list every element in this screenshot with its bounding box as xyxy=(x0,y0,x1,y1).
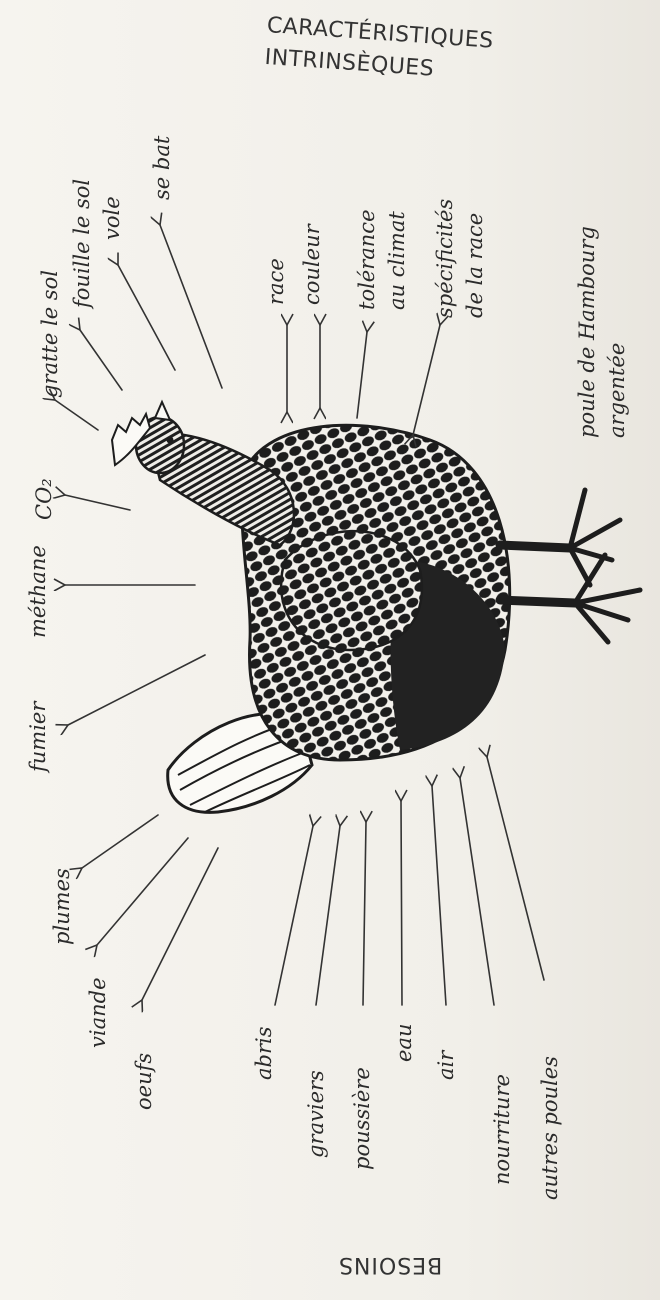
label-graviers: graviers xyxy=(304,1070,328,1158)
label-autres-poules: autres poules xyxy=(538,1056,562,1200)
arrow-plumes xyxy=(82,815,158,868)
label-fumier: fumier xyxy=(26,702,50,772)
arrow-abris xyxy=(275,826,313,1005)
needs-heading: BESOINS xyxy=(338,1252,442,1277)
label-plumes: plumes xyxy=(50,868,74,945)
label-nourriture: nourriture xyxy=(490,1074,514,1185)
label-couleur: couleur xyxy=(300,224,324,305)
arrow-poussiere xyxy=(363,822,366,1005)
arrow-viande xyxy=(97,838,188,945)
arrow-tolerance xyxy=(357,332,367,418)
hamburg-hen-illustration xyxy=(112,402,640,812)
label-tolerance-line-1: tolérance xyxy=(352,210,382,311)
label-viande: viande xyxy=(86,978,110,1049)
label-tolerance: tolérance au climat xyxy=(352,210,412,311)
arrow-graviers xyxy=(316,826,340,1005)
label-hen-breed-line-2: argentée xyxy=(602,226,632,438)
label-specificites: spécificités de la race xyxy=(430,199,490,318)
label-hen-breed-line-1: poule de Hambourg xyxy=(572,226,602,438)
output-arrows xyxy=(55,225,222,1000)
arrow-oeufs xyxy=(142,848,218,1000)
label-specificites-line-1: spécificités xyxy=(430,199,460,318)
label-poussiere: poussière xyxy=(350,1067,374,1170)
characteristic-arrows xyxy=(287,325,440,435)
arrow-eau xyxy=(401,801,402,1005)
label-abris: abris xyxy=(252,1027,276,1081)
need-arrows xyxy=(275,757,544,1005)
label-tolerance-line-2: au climat xyxy=(382,210,412,311)
arrow-gratte xyxy=(55,400,98,430)
label-race: race xyxy=(264,258,288,305)
label-specificites-line-2: de la race xyxy=(460,199,490,318)
arrow-autres-poules xyxy=(487,757,544,980)
arrow-specificites xyxy=(413,325,440,435)
arrow-fouille xyxy=(80,330,122,390)
arrow-vole xyxy=(118,265,175,370)
arrow-fumier xyxy=(68,655,205,725)
label-hen-breed: poule de Hambourg argentée xyxy=(572,226,632,438)
arrow-co2 xyxy=(65,495,130,510)
label-eau: eau xyxy=(392,1024,416,1062)
label-air: air xyxy=(434,1051,458,1080)
label-vole: vole xyxy=(100,196,124,240)
arrow-sebat xyxy=(160,225,222,388)
label-methane: méthane xyxy=(26,545,50,638)
label-oeufs: oeufs xyxy=(132,1053,156,1110)
label-gratte-le-sol: gratte le sol xyxy=(38,270,62,398)
label-co2: CO₂ xyxy=(32,478,56,520)
arrow-nourriture xyxy=(460,778,494,1005)
label-fouille-le-sol: fouille le sol xyxy=(70,179,94,308)
arrow-air xyxy=(432,786,446,1005)
label-se-bat: se bat xyxy=(150,136,174,200)
